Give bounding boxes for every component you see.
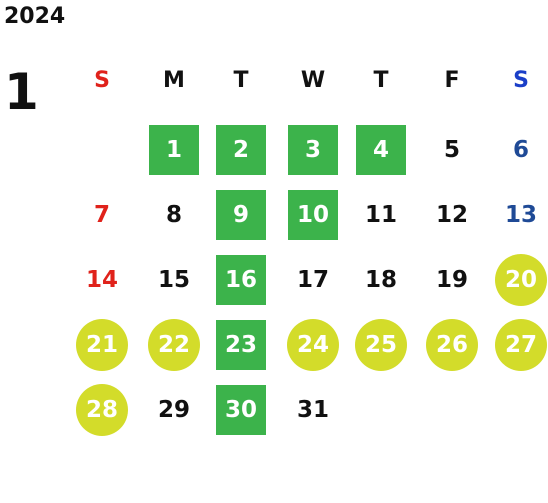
weekday-1: M	[163, 68, 185, 93]
day-cell-26[interactable]: 26	[426, 319, 478, 371]
day-cell-17[interactable]: 17	[296, 267, 329, 293]
day-cell-18[interactable]: 18	[364, 267, 397, 293]
weekday-0: S	[94, 68, 110, 93]
day-cell-27[interactable]: 27	[495, 319, 547, 371]
day-cell-7[interactable]: 7	[93, 202, 110, 228]
weekday-5: F	[444, 68, 460, 93]
weekday-2: T	[233, 68, 249, 93]
day-cell-31[interactable]: 31	[296, 397, 329, 423]
day-cell-9[interactable]: 9	[216, 190, 266, 240]
day-cell-6[interactable]: 6	[512, 137, 529, 163]
day-cell-28[interactable]: 28	[76, 384, 128, 436]
weekday-6: S	[513, 68, 529, 93]
day-cell-13[interactable]: 13	[504, 202, 537, 228]
day-cell-2[interactable]: 2	[216, 125, 266, 175]
day-cell-14[interactable]: 14	[85, 267, 118, 293]
day-cell-15[interactable]: 15	[157, 267, 190, 293]
day-cell-23[interactable]: 23	[216, 320, 266, 370]
day-cell-5[interactable]: 5	[443, 137, 460, 163]
day-cell-29[interactable]: 29	[157, 397, 190, 423]
day-cell-8[interactable]: 8	[165, 202, 182, 228]
day-cell-20[interactable]: 20	[495, 254, 547, 306]
day-cell-12[interactable]: 12	[435, 202, 468, 228]
day-cell-19[interactable]: 19	[435, 267, 468, 293]
year-label: 2024	[4, 4, 66, 29]
month-number: 1	[4, 63, 39, 121]
day-cell-10[interactable]: 10	[288, 190, 338, 240]
day-cell-22[interactable]: 22	[148, 319, 200, 371]
weekday-4: T	[373, 68, 389, 93]
day-cell-16[interactable]: 16	[216, 255, 266, 305]
day-cell-1[interactable]: 1	[149, 125, 199, 175]
day-cell-30[interactable]: 30	[216, 385, 266, 435]
day-cell-4[interactable]: 4	[356, 125, 406, 175]
day-cell-25[interactable]: 25	[355, 319, 407, 371]
day-cell-3[interactable]: 3	[288, 125, 338, 175]
weekday-3: W	[300, 68, 326, 93]
day-cell-11[interactable]: 11	[364, 202, 397, 228]
day-cell-21[interactable]: 21	[76, 319, 128, 371]
day-cell-24[interactable]: 24	[287, 319, 339, 371]
